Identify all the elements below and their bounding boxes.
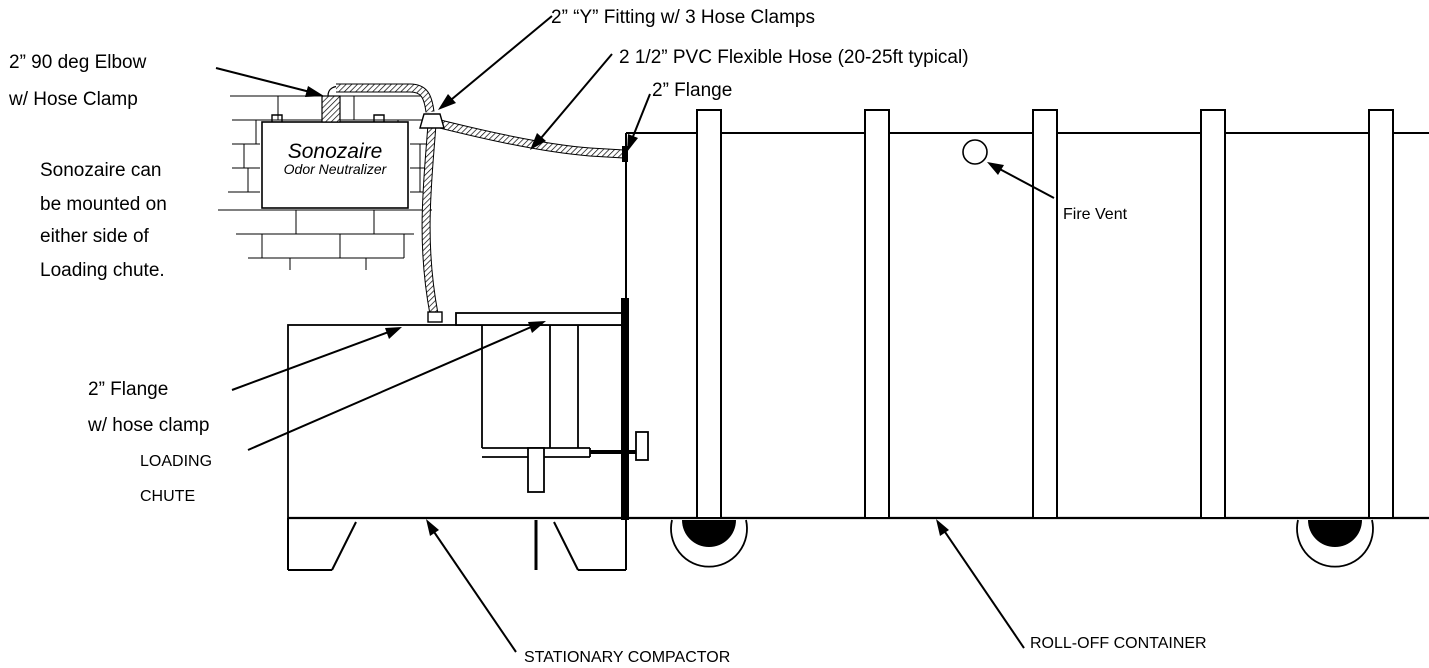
label-elbow-line2: w/ Hose Clamp [8,89,138,110]
label-roll-off-container: ROLL-OFF CONTAINER [1030,635,1207,652]
sonozaire-unit: Sonozaire Odor Neutralizer [261,114,409,209]
label-elbow-line1: 2” 90 deg Elbow [9,52,147,73]
stationary-compactor [287,324,1429,571]
label-loading-chute-line1: LOADING [140,453,212,470]
brick-wall [218,95,432,270]
label-loading-chute-line2: CHUTE [140,488,195,505]
label-hose: 2 1/2” PVC Flexible Hose (20-25ft typica… [619,47,969,68]
device-brand: Sonozaire [288,140,383,163]
note-line-1: Sonozaire can [40,160,161,181]
device-subtitle: Odor Neutralizer [284,161,388,177]
leader-arrows [215,15,1055,653]
note-line-2: be mounted on [40,194,167,215]
label-fire-vent: Fire Vent [1063,206,1128,223]
fire-vent [962,139,988,165]
loading-chute [455,298,649,520]
label-flange-clamp-line2: w/ hose clamp [87,415,209,436]
roll-off-container [625,109,1429,519]
label-y-fitting: 2” “Y” Fitting w/ 3 Hose Clamps [551,7,815,28]
label-flange-top: 2” Flange [652,80,732,101]
elbow-fitting [321,85,343,123]
mounting-note: Sonozaire can be mounted on either side … [40,160,167,281]
note-line-4: Loading chute. [40,260,165,281]
note-line-3: either side of [40,226,150,247]
label-flange-clamp-line1: 2” Flange [88,379,168,400]
y-fitting [419,113,445,129]
flange-compactor [427,311,443,323]
hose-network [336,83,625,315]
container-wheels [670,519,1374,568]
label-stationary-compactor: STATIONARY COMPACTOR [524,649,730,666]
